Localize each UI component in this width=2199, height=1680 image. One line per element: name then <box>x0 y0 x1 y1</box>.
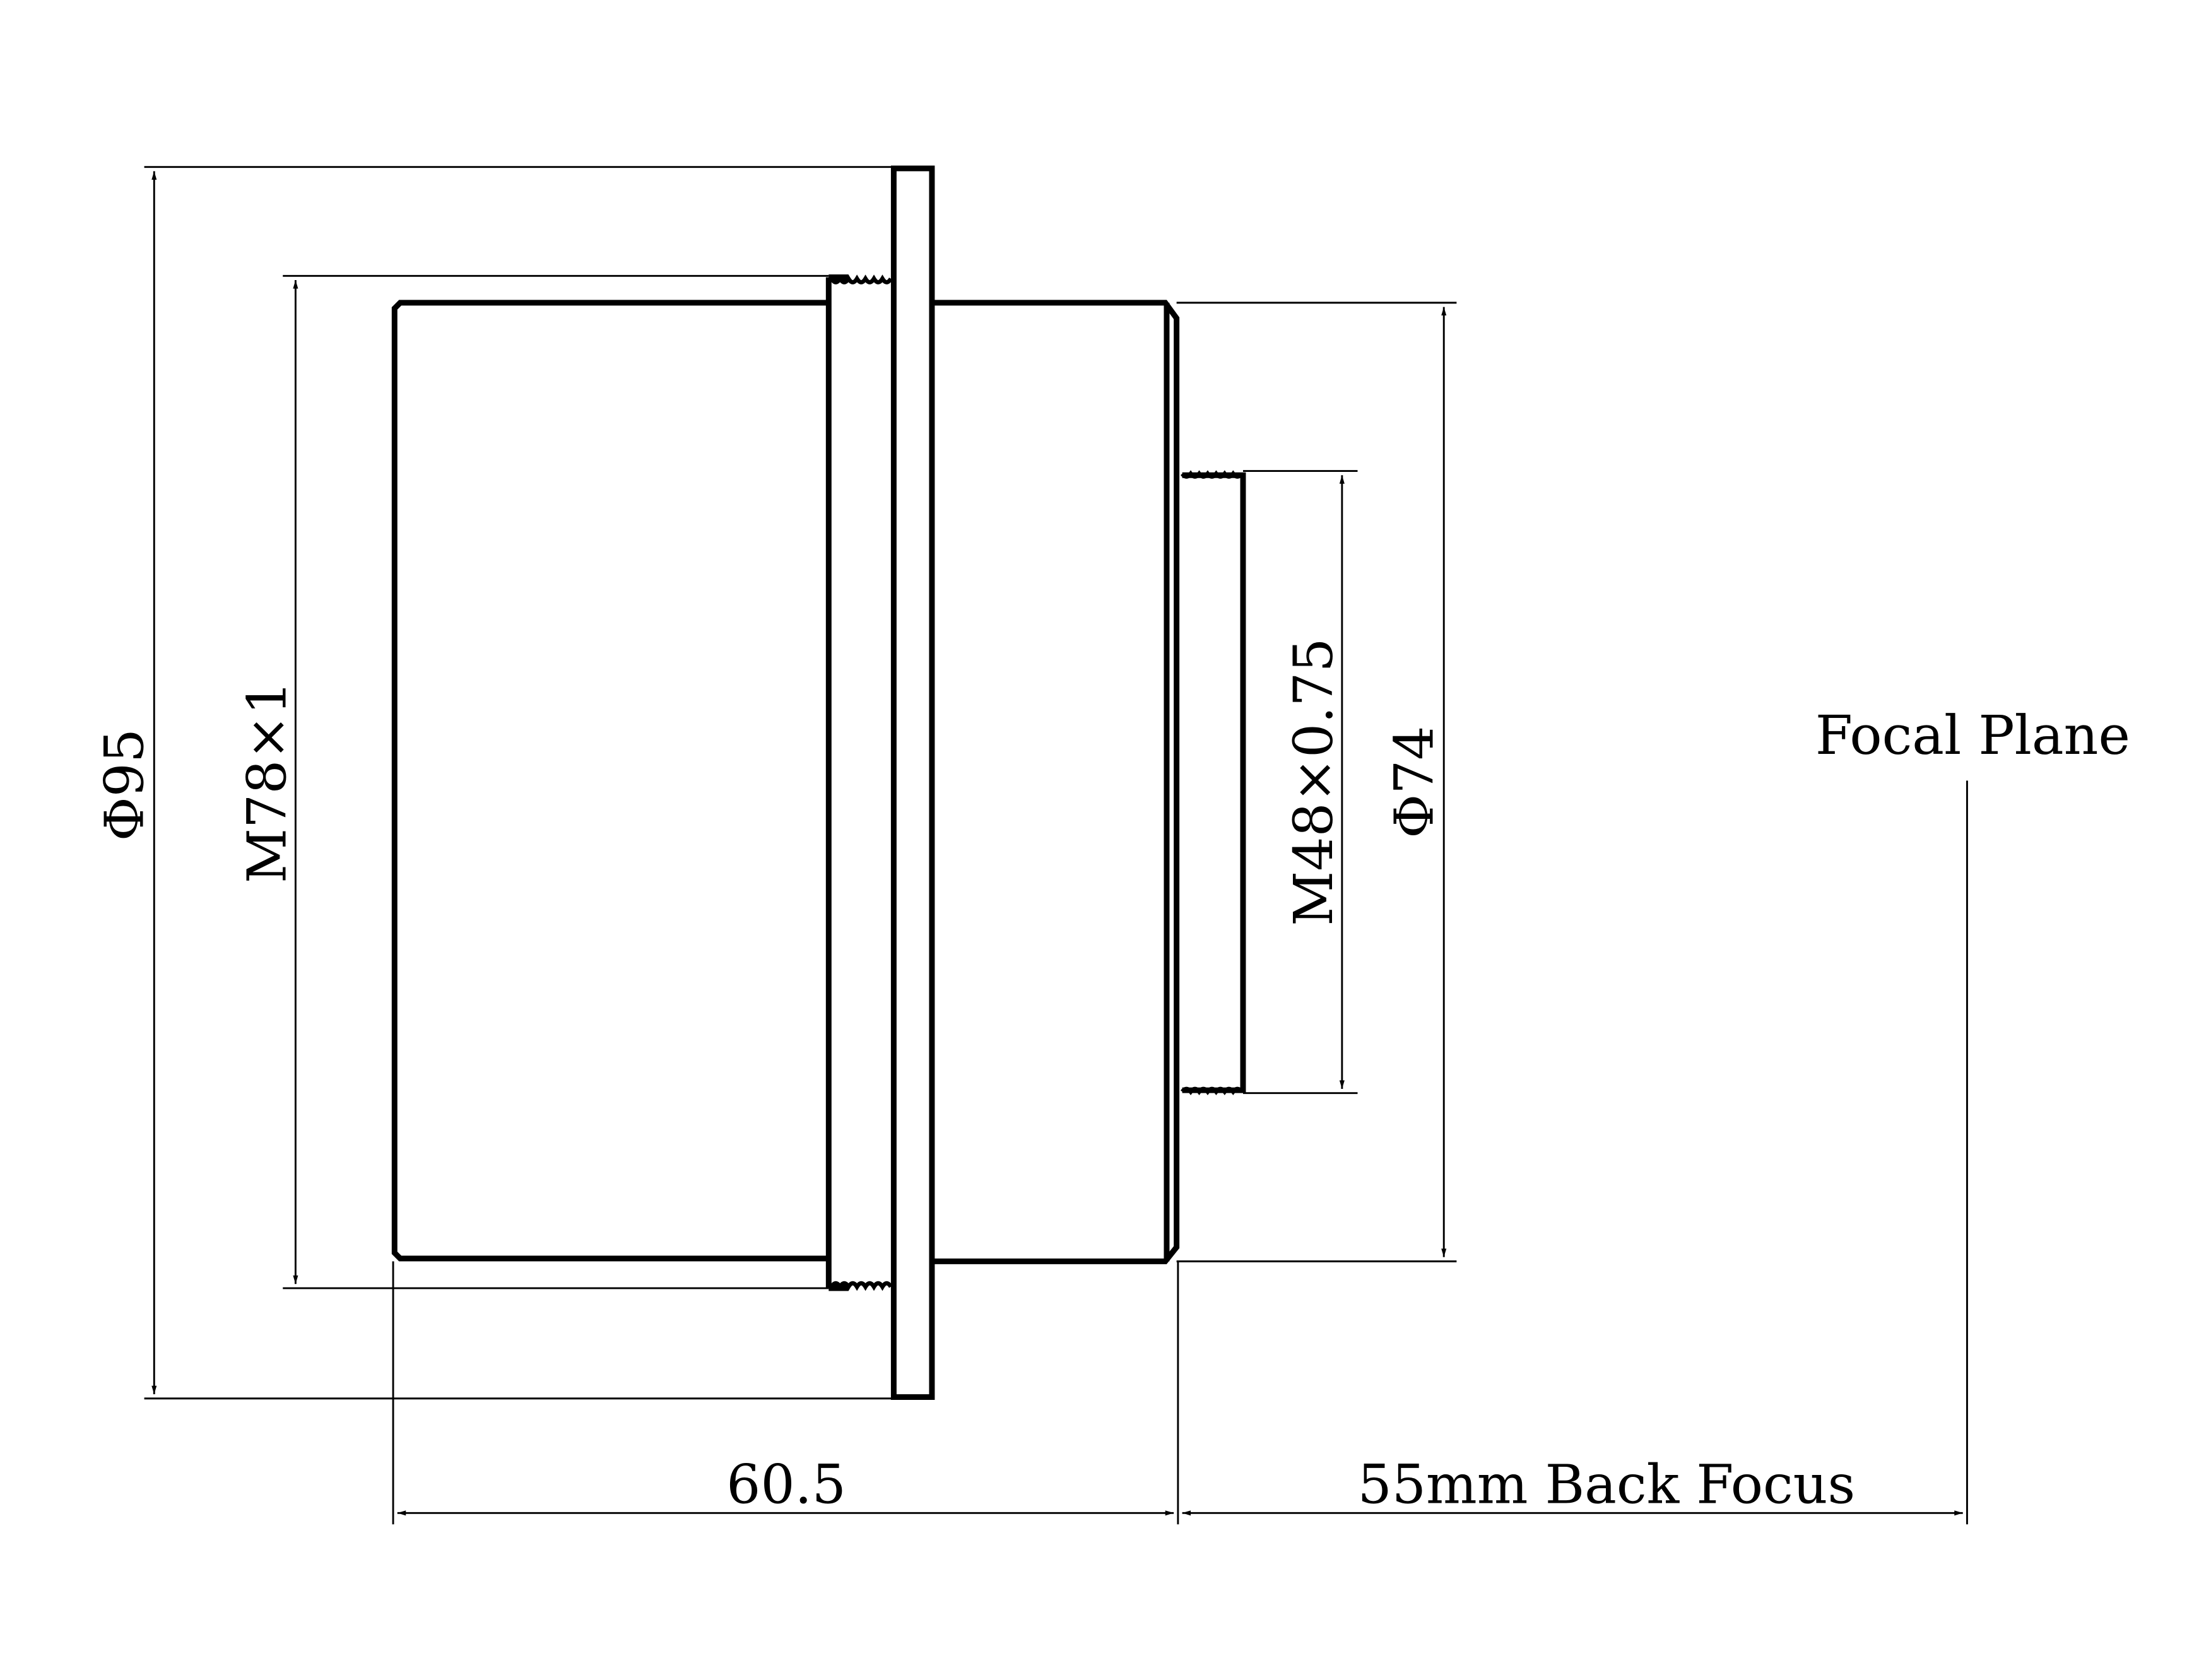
front-cylinder <box>931 300 1180 1264</box>
front-thread-tube <box>1182 472 1246 1093</box>
outer-diameter-label: Φ95 <box>93 729 156 841</box>
body-diameter-label: Φ74 <box>1383 726 1446 838</box>
flange <box>890 165 935 1400</box>
thread-marks <box>829 274 1244 1291</box>
rear-cylinder <box>391 300 828 1262</box>
thread-ring <box>825 274 849 1291</box>
rear-thread-label: M78×1 <box>237 681 299 883</box>
dimension-lines <box>144 166 1968 1525</box>
back-focus-label: 55mm Back Focus <box>1358 1454 1856 1517</box>
front-thread-label: M48×0.75 <box>1283 638 1345 926</box>
focal-plane-label: Focal Plane <box>1815 705 2130 767</box>
length-label: 60.5 <box>726 1454 846 1517</box>
lens-adapter-body <box>391 165 1246 1400</box>
